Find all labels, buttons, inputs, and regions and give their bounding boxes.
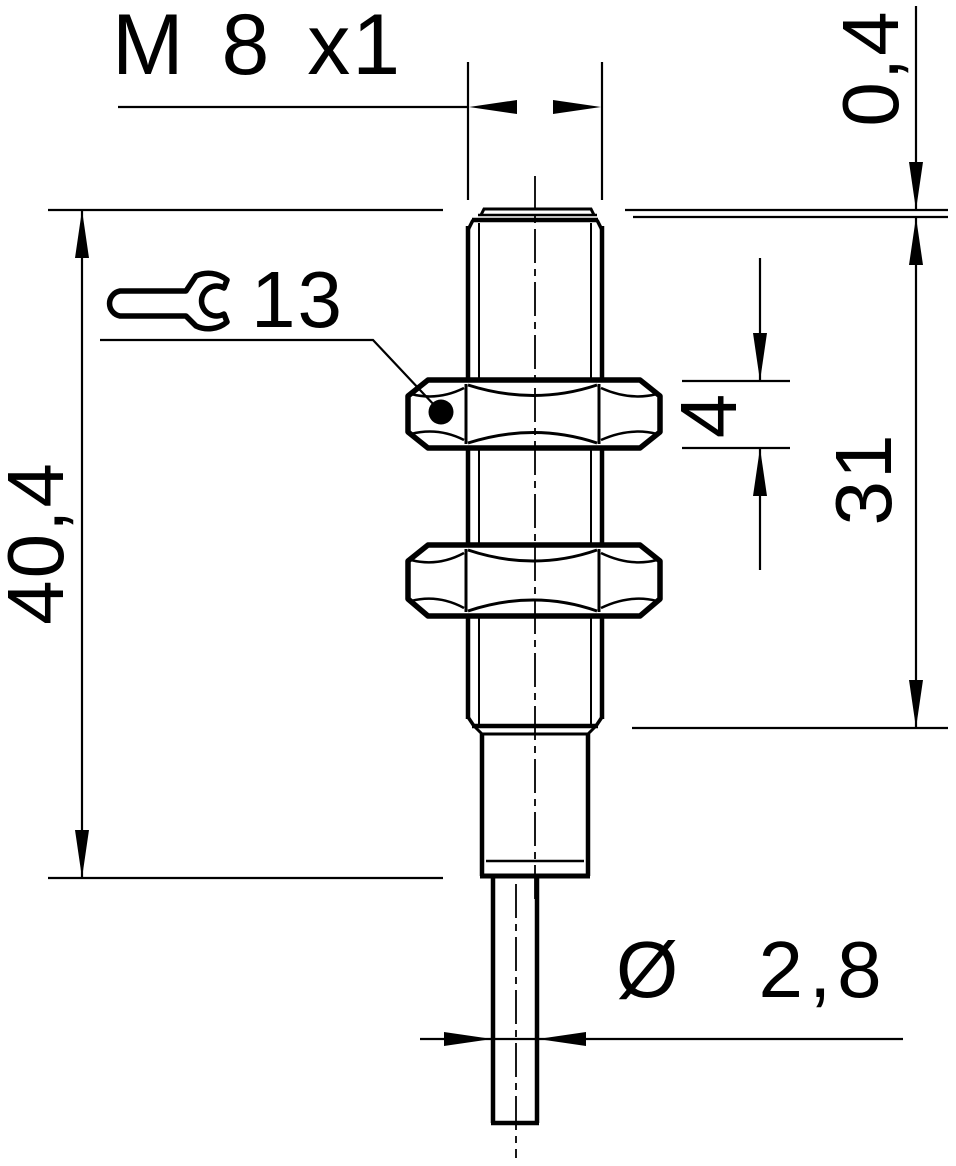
wrench-icon (106, 270, 230, 332)
dim-thread-length-31 (632, 217, 948, 730)
nut-height-label: 4 (664, 391, 753, 439)
wrench-size-leader (100, 338, 437, 408)
center-lines (515, 176, 536, 1158)
sensor-body-outline (465, 207, 605, 1126)
dim-cable-diameter-28 (420, 1032, 903, 1046)
cable-diameter-label: Ø 2,8 (616, 925, 888, 1014)
thread-size-label: M 8 x1 (112, 0, 403, 93)
hex-nut-top (405, 377, 663, 451)
wrench-size-label: 13 (251, 255, 344, 344)
face-protrusion-label: 0,4 (826, 9, 915, 127)
sensing-face-cap (478, 207, 597, 217)
dim-thread-m8 (118, 62, 604, 200)
threaded-barrel (465, 217, 605, 729)
hex-nut-bottom (405, 542, 663, 619)
thread-length-label: 31 (819, 432, 908, 526)
dim-nut-height-4 (682, 258, 790, 570)
housing-length-label: 40,4 (0, 461, 80, 625)
lower-housing (473, 725, 597, 879)
cable (490, 878, 540, 1126)
dim-housing-length-404 (48, 208, 443, 880)
